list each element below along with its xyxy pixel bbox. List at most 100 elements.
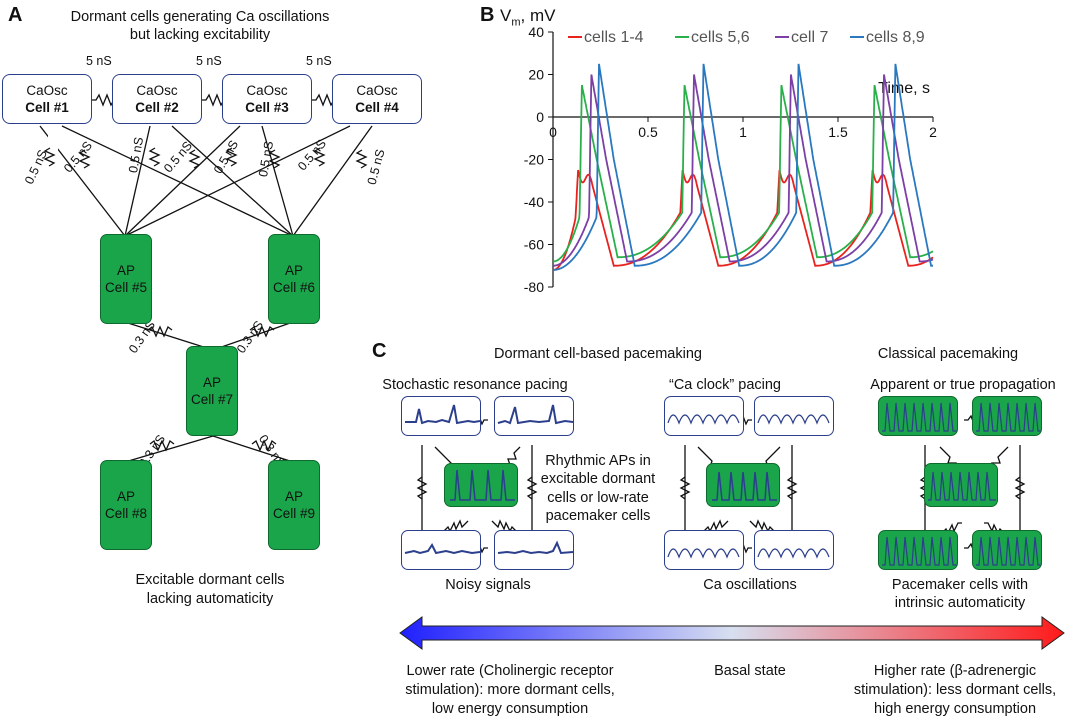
cell-4-type: CaOsc	[356, 83, 398, 98]
cell-4-box: CaOsc Cell #4	[332, 74, 422, 124]
cell-6-type: AP	[284, 263, 303, 278]
pacemaker-cell-top-right	[972, 396, 1042, 436]
scale-right-line1: Higher rate (β-adrenergic	[873, 663, 1037, 679]
panel-c-letter: C	[372, 340, 387, 362]
x-tick-label: 1	[739, 124, 747, 140]
ca-clock-cell-top-right	[754, 396, 834, 436]
noisy-cell-bottom-left	[401, 530, 481, 570]
cell-7-box: AP Cell #7	[186, 346, 238, 436]
y-tick-label: 40	[528, 24, 544, 40]
panel-a-title-line2: but lacking excitability	[129, 27, 271, 43]
note-line1: Rhythmic APs in	[545, 453, 651, 469]
cell-3-box: CaOsc Cell #3	[222, 74, 312, 124]
legend-label: cells 8,9	[866, 29, 925, 46]
cell-5-name: Cell #5	[104, 280, 148, 295]
y-tick-label: 20	[528, 67, 544, 83]
ca-clock-cell-bottom-right	[754, 530, 834, 570]
cell-1-box: CaOsc Cell #1	[2, 74, 92, 124]
panel-c-sub2: “Ca clock” pacing	[668, 377, 781, 393]
cell-7-name: Cell #7	[190, 392, 234, 407]
x-tick-label: 0	[549, 124, 557, 140]
scale-right-line3: high energy consumption	[873, 701, 1037, 717]
conductance-label-1-2: 5 nS	[86, 54, 112, 68]
cell-2-name: Cell #2	[135, 100, 179, 115]
cell-1-type: CaOsc	[26, 83, 68, 98]
cell-2-box: CaOsc Cell #2	[112, 74, 202, 124]
noisy-cell-top-left	[401, 396, 481, 436]
x-tick-label: 1.5	[828, 124, 848, 140]
cell-9-box: AP Cell #9	[268, 460, 320, 550]
series-line-cell-7	[552, 74, 934, 267]
conductance-label-3-4: 5 nS	[306, 54, 332, 68]
foot-noisy: Noisy signals	[445, 577, 531, 593]
ylabel-sub: m	[511, 16, 521, 29]
panel-c-sub1: Stochastic resonance pacing	[382, 377, 568, 393]
panel-a-title-line1: Dormant cells generating Ca oscillations	[70, 9, 330, 25]
cell-2-type: CaOsc	[136, 83, 178, 98]
scale-left-line3: low energy consumption	[431, 701, 589, 717]
cell-4-name: Cell #4	[355, 100, 399, 115]
cell-9-type: AP	[284, 489, 303, 504]
panel-b-ylabel: Vm, mV	[500, 6, 555, 28]
scale-left-line1: Lower rate (Cholinergic receptor	[406, 663, 614, 679]
scale-mid: Basal state	[714, 663, 786, 679]
ca-clock-ap-cell-center	[706, 463, 780, 507]
note-line4: pacemaker cells	[545, 508, 651, 524]
panel-a-wiring	[39, 93, 373, 463]
cell-8-box: AP Cell #8	[100, 460, 152, 550]
y-tick-label: -20	[524, 152, 544, 168]
legend-label: cells 5,6	[691, 29, 750, 46]
conductance-label-2-3: 5 nS	[196, 54, 222, 68]
cell-8-name: Cell #8	[104, 506, 148, 521]
panel-a-letter: A	[8, 4, 23, 26]
cell-5-box: AP Cell #5	[100, 234, 152, 324]
cell-6-name: Cell #6	[272, 280, 316, 295]
panel-a-bottom-line1: Excitable dormant cells	[135, 572, 285, 588]
note-line3: cells or low-rate	[547, 490, 649, 506]
y-tick-label: 0	[536, 109, 544, 125]
y-tick-label: -80	[524, 279, 544, 295]
x-tick-label: 0.5	[638, 124, 658, 140]
panel-c-header-left: Dormant cell-based pacemaking	[494, 346, 702, 362]
y-tick-label: -40	[524, 194, 544, 210]
x-tick-label: 2	[929, 124, 937, 140]
y-tick-label: -60	[524, 237, 544, 253]
cell-9-name: Cell #9	[272, 506, 316, 521]
cell-8-type: AP	[116, 489, 135, 504]
note-line2: excitable dormant	[540, 471, 656, 487]
cell-3-type: CaOsc	[246, 83, 288, 98]
cell-5-type: AP	[116, 263, 135, 278]
ylabel-main: V	[500, 6, 512, 25]
ylabel-unit: , mV	[520, 6, 556, 25]
panel-c-header-right: Classical pacemaking	[877, 346, 1019, 362]
noisy-cell-bottom-right	[494, 530, 574, 570]
noisy-cell-top-right	[494, 396, 574, 436]
x-axis-label: Time, s	[878, 80, 930, 97]
legend-label: cell 7	[791, 29, 828, 46]
series-line-cells-8-9	[553, 63, 933, 271]
rate-gradient-arrow	[399, 616, 1065, 650]
dormant-ap-cell-center	[444, 463, 518, 507]
cell-6-box: AP Cell #6	[268, 234, 320, 324]
series-line-cells-5-6	[553, 84, 934, 263]
foot-pacemaker-line2: intrinsic automaticity	[894, 595, 1026, 611]
ca-clock-cell-bottom-left	[664, 530, 744, 570]
cell-3-name: Cell #3	[245, 100, 289, 115]
panel-b-letter: B	[480, 4, 495, 26]
pacemaker-cell-top-left	[878, 396, 958, 436]
series-line-cells-1-4	[553, 169, 934, 271]
scale-right-line2: stimulation): less dormant cells,	[853, 682, 1057, 698]
cell-7-type: AP	[202, 375, 221, 390]
legend-label: cells 1-4	[584, 29, 644, 46]
foot-pacemaker-line1: Pacemaker cells with	[891, 577, 1029, 593]
foot-ca-osc: Ca oscillations	[703, 577, 797, 593]
pacemaker-cell-bottom-left	[878, 530, 958, 570]
pacemaker-cell-center	[924, 463, 998, 507]
vm-chart: 40 20 0 -20 -40 -60 -80 0 0.5 1 1.5 2 Time, s cells 1…	[524, 24, 937, 295]
pacemaker-cell-bottom-right	[972, 530, 1042, 570]
panel-a-bottom-line2: lacking automaticity	[146, 591, 274, 607]
scale-left-line2: stimulation): more dormant cells,	[405, 682, 615, 698]
ca-clock-cell-top-left	[664, 396, 744, 436]
cell-1-name: Cell #1	[25, 100, 69, 115]
panel-c-sub3: Apparent or true propagation	[870, 377, 1056, 393]
